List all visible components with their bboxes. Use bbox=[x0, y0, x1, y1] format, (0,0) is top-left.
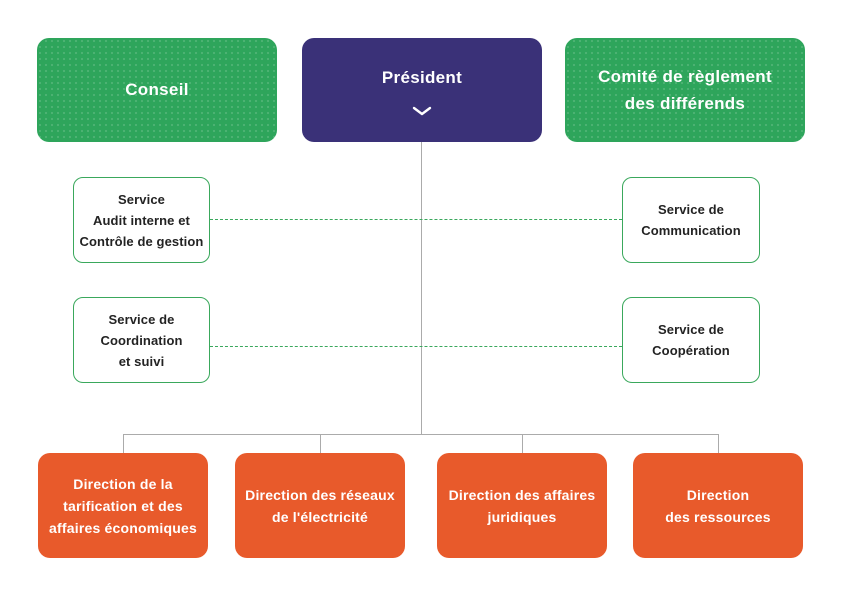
node-service-audit-line3: Contrôle de gestion bbox=[79, 233, 204, 249]
node-direction-tarification-line3: affaires économiques bbox=[49, 519, 197, 536]
node-service-communication-line1: Service de bbox=[657, 202, 725, 217]
connector-president-vertical bbox=[421, 142, 422, 434]
node-service-communication-line2: Communication bbox=[641, 223, 741, 238]
node-service-cooperation-line1: Service de bbox=[657, 322, 725, 337]
node-direction-tarification-line1: Direction de la bbox=[73, 475, 173, 492]
connector-drop-tarification bbox=[123, 434, 124, 453]
node-service-communication: Service de Communication bbox=[622, 177, 760, 263]
node-president-label: Président bbox=[381, 68, 463, 88]
node-direction-reseaux: Direction des réseaux de l'électricité bbox=[235, 453, 405, 558]
node-direction-reseaux-line2: de l'électricité bbox=[271, 508, 369, 525]
chevron-down-icon[interactable] bbox=[412, 106, 432, 116]
node-service-cooperation: Service de Coopération bbox=[622, 297, 760, 383]
node-president[interactable]: Président bbox=[302, 38, 542, 142]
node-direction-juridiques-line2: juridiques bbox=[487, 508, 557, 525]
node-service-audit-line2: Audit interne et bbox=[93, 212, 190, 228]
node-direction-tarification-line2: tarification et des bbox=[63, 497, 183, 514]
node-service-audit: Service Audit interne et Contrôle de ges… bbox=[73, 177, 210, 263]
node-service-cooperation-line2: Coopération bbox=[652, 343, 730, 358]
node-comite-line1: Comité de règlement bbox=[598, 66, 772, 86]
connector-dashed-audit-communication bbox=[210, 219, 622, 220]
node-service-coordination-line1: Service de bbox=[108, 311, 175, 327]
node-comite-reglement: Comité de règlement des différends bbox=[565, 38, 805, 142]
node-service-coordination: Service de Coordination et suivi bbox=[73, 297, 210, 383]
node-direction-juridiques-line1: Direction des affaires bbox=[448, 486, 596, 503]
node-comite-line2: des différends bbox=[624, 94, 746, 113]
node-conseil-label: Conseil bbox=[125, 80, 189, 100]
connector-drop-ressources bbox=[718, 434, 719, 453]
connector-drop-juridiques bbox=[522, 434, 523, 453]
node-conseil: Conseil bbox=[37, 38, 277, 142]
node-direction-juridiques: Direction des affaires juridiques bbox=[437, 453, 607, 558]
node-service-coordination-line2: Coordination bbox=[100, 332, 183, 348]
connector-drop-reseaux bbox=[320, 434, 321, 453]
node-direction-ressources: Direction des ressources bbox=[633, 453, 803, 558]
node-direction-reseaux-line1: Direction des réseaux bbox=[245, 486, 395, 503]
node-direction-ressources-line2: des ressources bbox=[665, 508, 771, 525]
node-service-coordination-line3: et suivi bbox=[118, 353, 165, 369]
node-service-audit-line1: Service bbox=[118, 191, 165, 207]
connector-directions-horizontal bbox=[123, 434, 718, 435]
connector-dashed-coordination-cooperation bbox=[210, 346, 622, 347]
node-direction-tarification: Direction de la tarification et des affa… bbox=[38, 453, 208, 558]
node-direction-ressources-line1: Direction bbox=[686, 486, 750, 503]
